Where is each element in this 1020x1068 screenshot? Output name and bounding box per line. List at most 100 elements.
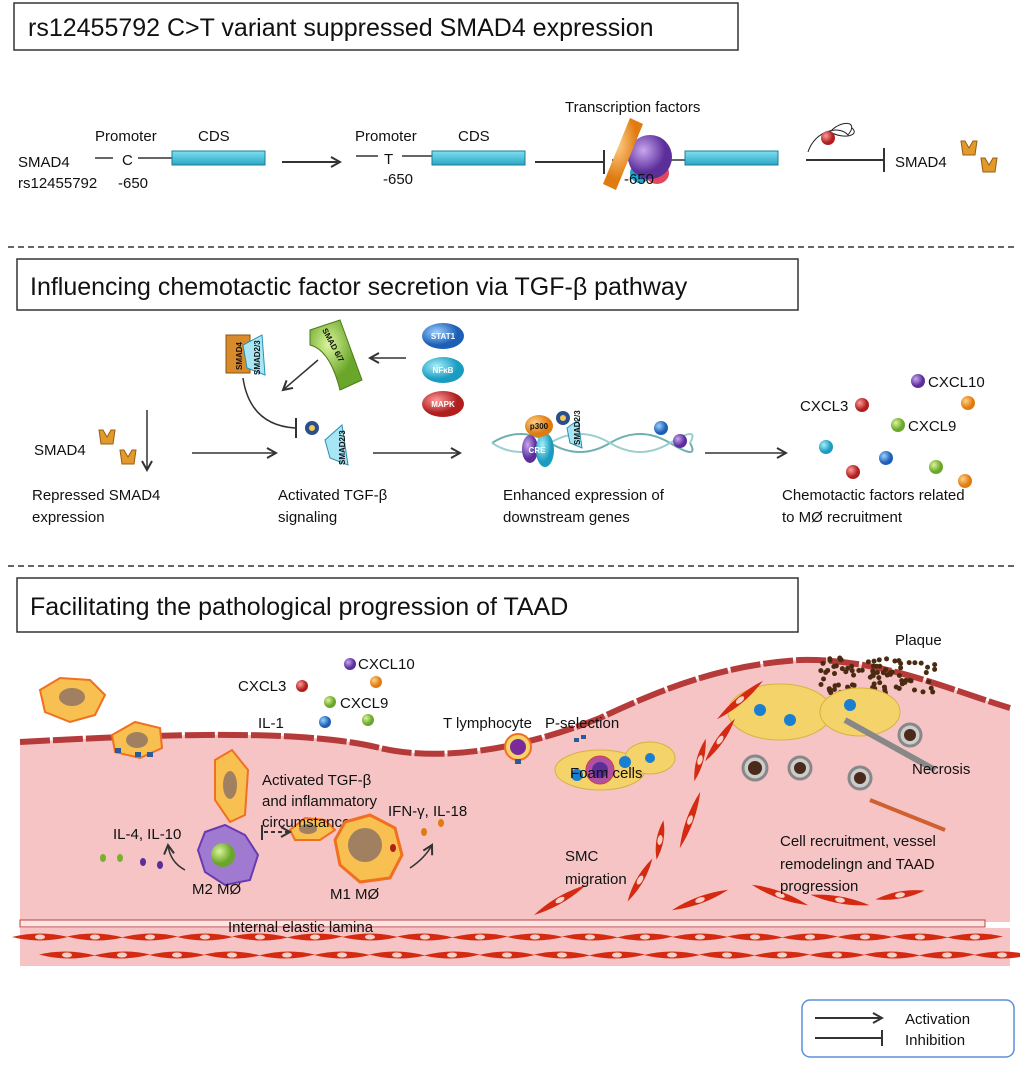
chemokine-cluster: CXCL3 CXCL10 CXCL9 (800, 374, 985, 488)
plaque-particle (828, 690, 834, 696)
smad4-smad23-complex-icon: SMAD4 SMAD2/3 (225, 334, 266, 376)
smooth-muscle-cell (655, 820, 665, 860)
step3-line1: Enhanced expression of (503, 487, 665, 504)
smooth-muscle-cell (479, 951, 535, 959)
phosphate-star-icon (305, 421, 319, 435)
smooth-muscle-cell (424, 951, 480, 959)
plaque-particle (849, 682, 855, 688)
smooth-muscle-cell (232, 933, 288, 941)
gene-label: SMAD4 (18, 154, 70, 171)
smooth-muscle-cell (919, 951, 975, 959)
foam-cells-label: Foam cells (570, 765, 643, 782)
plaque-particle (865, 659, 871, 665)
smooth-muscle-cell (94, 951, 150, 959)
step3-line2: downstream genes (503, 509, 630, 526)
ribosome-mrna-icon (807, 122, 855, 153)
plaque-particle (903, 677, 909, 683)
smooth-muscle-cell (177, 933, 233, 941)
allele-t: T (384, 151, 393, 168)
plaque-particle (907, 677, 913, 683)
smooth-muscle-cell (12, 933, 68, 941)
dna-helix-icon: CRE p300 SMAD2/3 (491, 410, 694, 467)
step1-line2: expression (32, 509, 105, 526)
plaque-particle (833, 663, 839, 669)
plaque-particle (845, 684, 851, 690)
plaque-particle (832, 683, 838, 689)
plaque-particle (849, 668, 855, 674)
plaque-particle (871, 658, 877, 664)
transcription-factors-label: Transcription factors (565, 99, 700, 116)
smooth-muscle-cell (369, 951, 425, 959)
smooth-muscle-cell (694, 738, 706, 782)
smooth-muscle-cell (705, 718, 735, 762)
transcription-factor-complex-icon (603, 118, 672, 190)
smooth-muscle-cell (534, 951, 590, 959)
plaque-particle (930, 689, 936, 695)
section-3-title-box (16, 577, 799, 633)
plaque-particle (898, 665, 904, 671)
smooth-muscle-cell (837, 933, 893, 941)
inhibition-curve (242, 377, 296, 429)
cre-text: CRE (529, 446, 547, 455)
il4-label: IL-4, IL-10 (113, 826, 181, 843)
m2-macrophage-icon (196, 823, 260, 887)
internal-elastic-lamina (19, 919, 986, 928)
smooth-muscle-cell (754, 951, 810, 959)
section-1-title: rs12455792 C>T variant suppressed SMAD4 … (28, 14, 654, 42)
plaque-icon (818, 655, 938, 696)
smooth-muscle-cell (342, 933, 398, 941)
section-3: Facilitating the pathological progressio… (12, 577, 1020, 966)
smooth-muscle-cell (809, 951, 865, 959)
cds-block (684, 150, 779, 166)
secretion-arrow (409, 845, 432, 869)
smooth-muscle-cell (149, 951, 205, 959)
monocyte-icon (38, 676, 586, 841)
plaque-particle (893, 684, 899, 690)
plaque-particle (831, 671, 837, 677)
m1-label: M1 MØ (330, 886, 380, 903)
promoter-label: Promoter (355, 128, 417, 145)
smad67-icon: SMAD 6/7 (309, 319, 363, 391)
smooth-muscle-cell (204, 951, 260, 959)
plaque-particle (818, 681, 824, 687)
plaque-particle (839, 666, 845, 672)
legend: Activation Inhibition (801, 999, 1015, 1058)
t-lymphocyte-label: T lymphocyte (443, 715, 532, 732)
plaque-particle (923, 670, 929, 676)
smooth-muscle-cell (974, 951, 1020, 959)
smad23-text: SMAD2/3 (253, 340, 262, 375)
smooth-muscle-cell (39, 951, 95, 959)
stat1-icon: STAT1 (422, 323, 464, 349)
smooth-muscle-cell (679, 791, 701, 849)
cds-label: CDS (198, 128, 230, 145)
smooth-muscle-cell (534, 885, 586, 915)
plaque-particle (918, 660, 924, 666)
plaque-particle (928, 685, 934, 691)
chemokine-label: CXCL10 (928, 374, 985, 391)
endothelium (19, 656, 1011, 757)
snp-label: rs12455792 (18, 175, 97, 192)
plaque-particle (892, 658, 898, 664)
plaque-particle (827, 657, 833, 663)
plaque-particle (845, 665, 851, 671)
allele-c: C (122, 152, 133, 169)
plaque-particle (825, 667, 831, 673)
smooth-muscle-cell (782, 933, 838, 941)
m2-label: M2 MØ (192, 881, 242, 898)
smooth-muscle-cell (727, 933, 783, 941)
smooth-muscle-cell (864, 951, 920, 959)
position-label: -650 (383, 171, 413, 188)
outcome-line3: progression (780, 878, 858, 895)
plaque-particle (837, 655, 843, 661)
chemokine-label: CXCL3 (238, 678, 286, 695)
plaque-particle (925, 664, 931, 670)
plaque-particle (887, 671, 893, 677)
plaque-particle (932, 666, 938, 672)
chemokine-label: CXCL10 (358, 656, 415, 673)
ifn-label: IFN-γ, IL-18 (388, 803, 467, 820)
plaque-particle (831, 686, 837, 692)
plaque-particle (911, 687, 917, 693)
activation-arrow (283, 359, 319, 390)
smooth-muscle-cell (699, 951, 755, 959)
